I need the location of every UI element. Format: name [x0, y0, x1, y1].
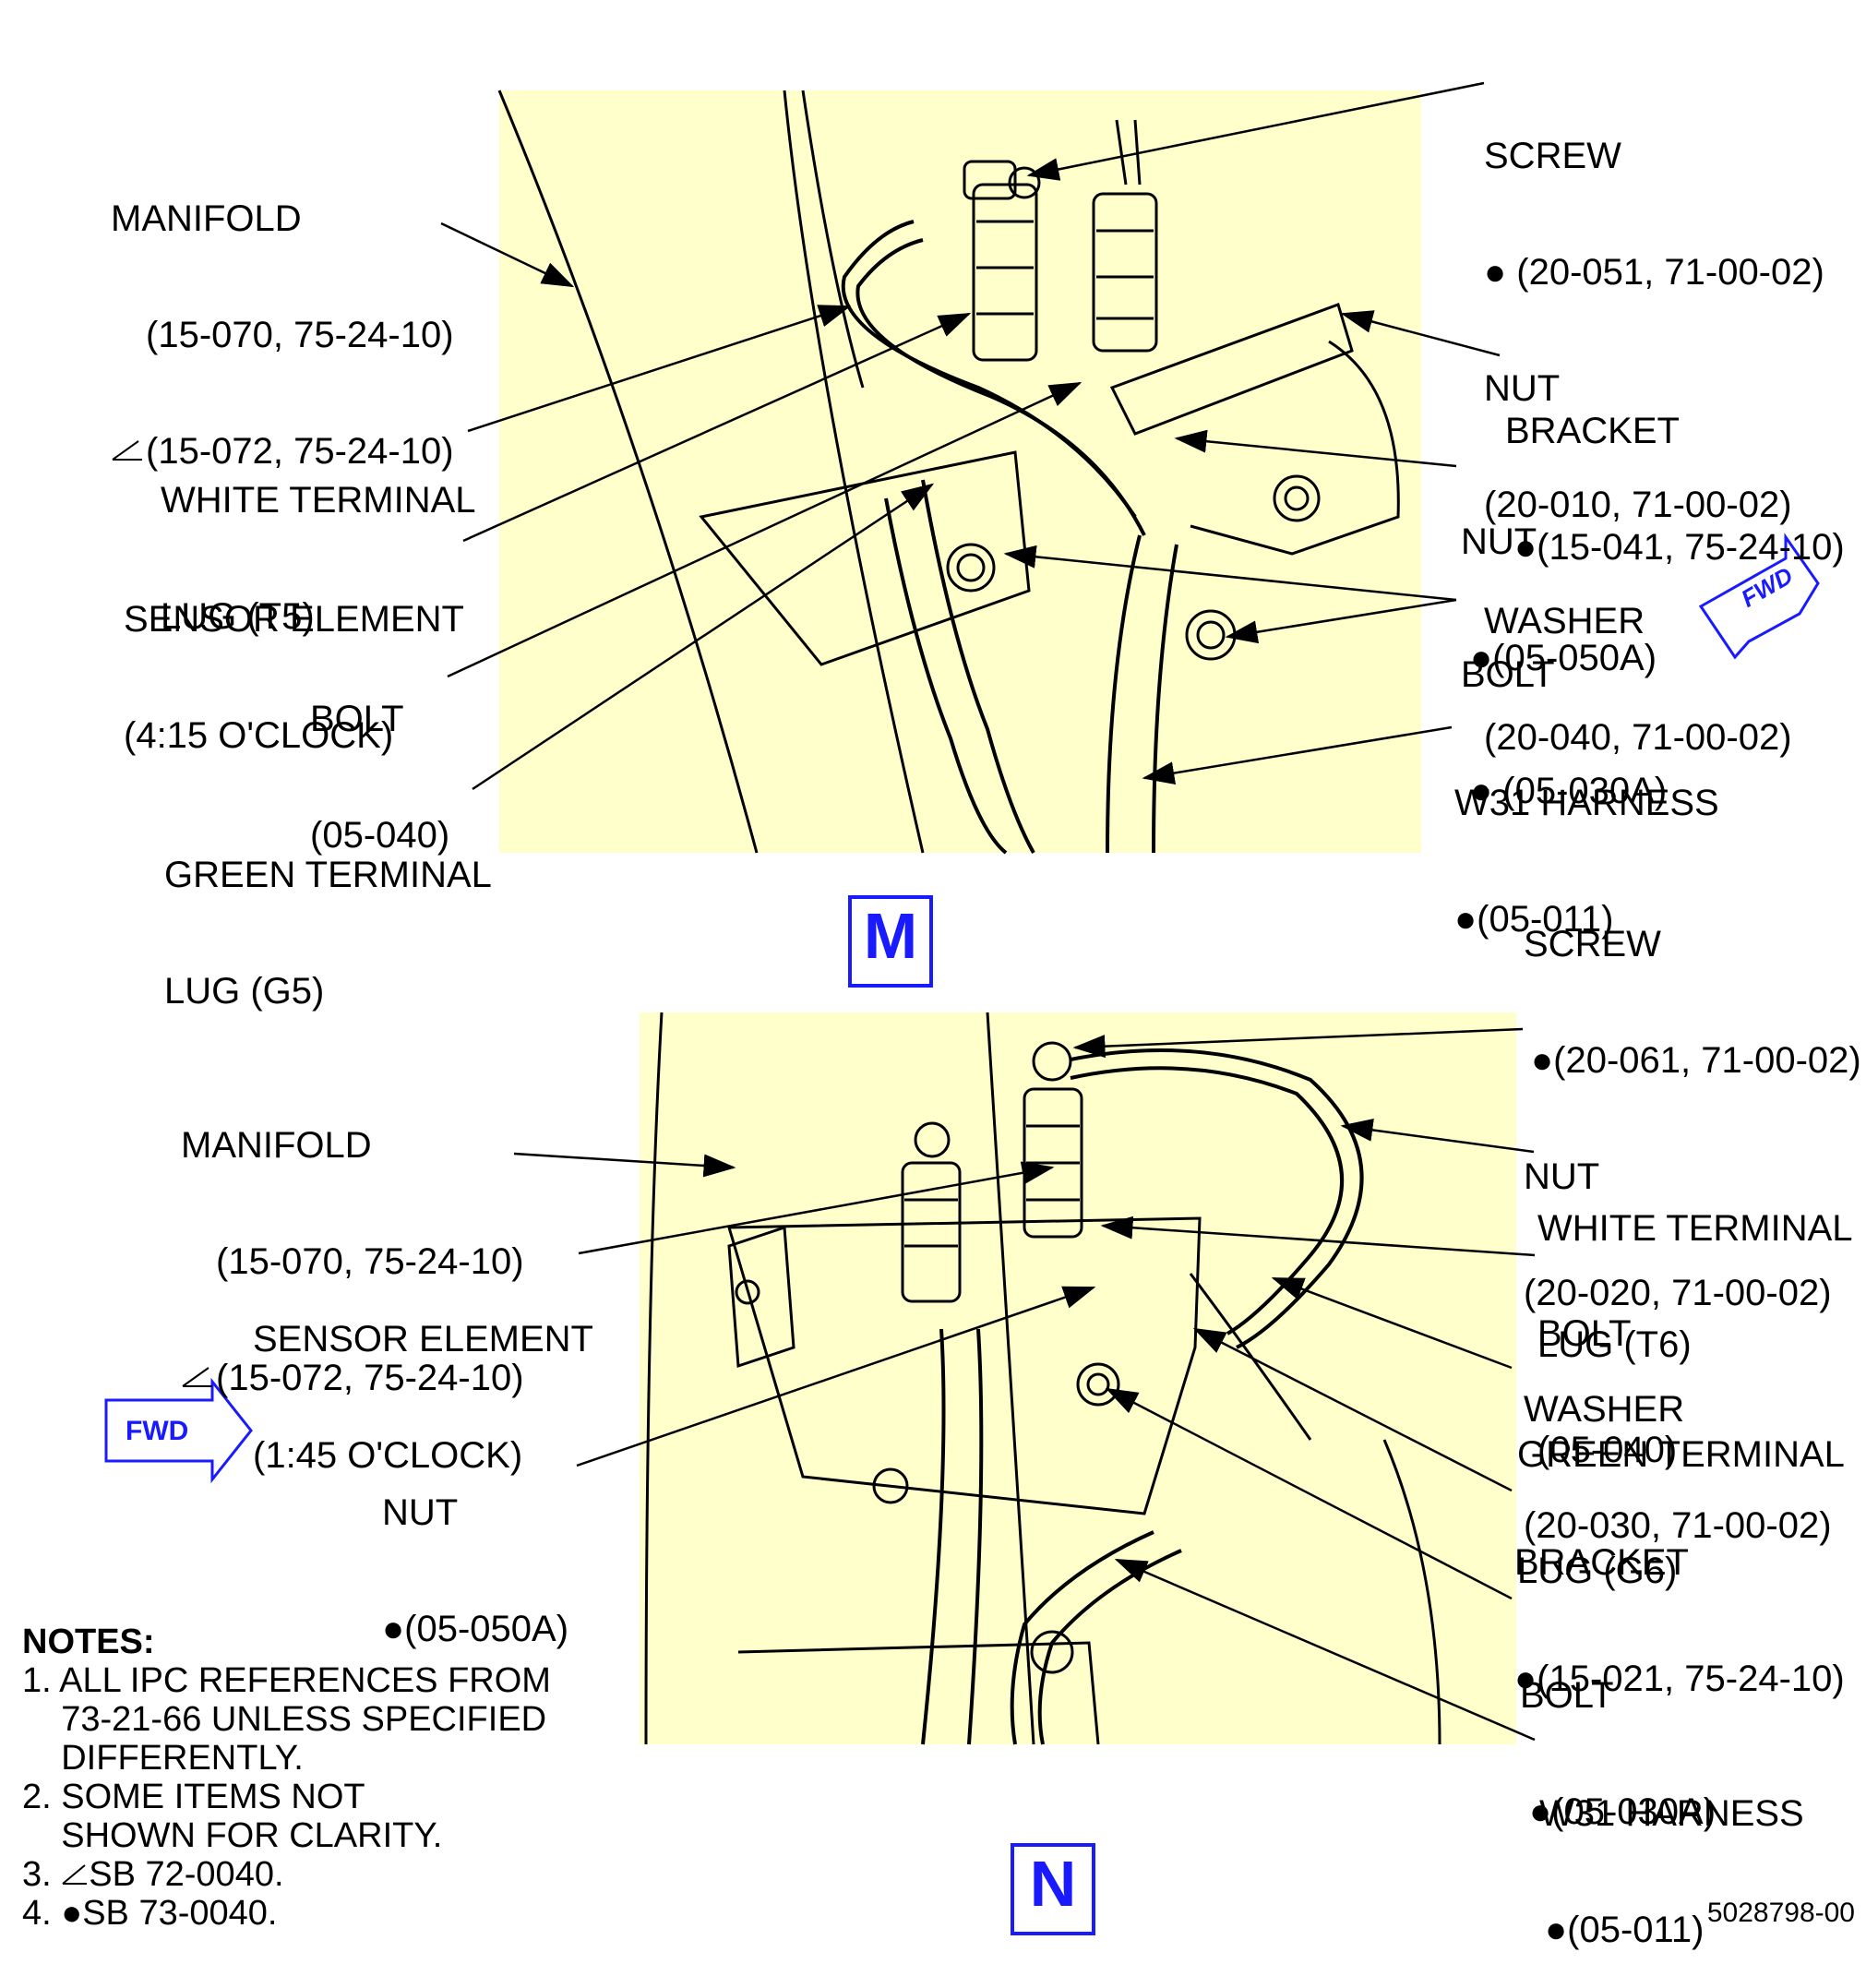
dot-icon: ●: [1470, 771, 1503, 811]
manifold-ref-2: (15-072, 75-24-10): [146, 431, 454, 472]
sensor-label-n: SENSOR ELEMENT (1:45 O'CLOCK): [253, 1319, 593, 1476]
green-lug-label-n: GREEN TERMINAL LUG (G6): [1517, 1434, 1845, 1591]
figure-id: 5028798-00: [1706, 1898, 1855, 1928]
view-m-panel: [499, 90, 1421, 853]
nut-label-m: NUT ●(05-050A): [1461, 521, 1657, 678]
nut-label-n: NUT ●(05-050A): [382, 1492, 569, 1649]
white-lug-label-n: WHITE TERMINAL LUG (T6): [1537, 1208, 1853, 1365]
dot-icon: ●: [1484, 252, 1517, 293]
triangle-flag-icon: [182, 1367, 212, 1387]
notes-title: NOTES:: [22, 1623, 155, 1661]
dot-icon: ●: [1545, 1910, 1568, 1950]
note-line: 2. SOME ITEMS NOT: [22, 1778, 365, 1816]
sensor-label-m: SENSOR ELEMENT (4:15 O'CLOCK): [124, 599, 464, 756]
triangle-flag-icon: [112, 440, 142, 461]
note-line: 4. ●SB 73-0040.: [22, 1894, 278, 1933]
manifold-title: MANIFOLD: [111, 198, 302, 239]
dot-icon: ●: [1454, 899, 1477, 940]
view-badge-m: M: [848, 895, 933, 988]
manifold-ref-1: (15-070, 75-24-10): [146, 315, 454, 355]
note-line: 1. ALL IPC REFERENCES FROM: [22, 1661, 551, 1700]
fwd-arrow-m: [1698, 533, 1820, 660]
bracket-label-n: BRACKET ●(15-021, 75-24-10): [1514, 1542, 1845, 1699]
note-line: SHOWN FOR CLARITY.: [22, 1816, 443, 1855]
bolt-040-label-n: BOLT (05-040): [1537, 1313, 1678, 1470]
triangle-flag-icon: [62, 1864, 88, 1885]
bolt-040-label-m: BOLT (05-040): [310, 699, 450, 856]
screw-group-label-m: SCREW ● (20-051, 71-00-02) NUT (20-010, …: [1484, 136, 1824, 758]
notes: NOTES: 1. ALL IPC REFERENCES FROM 73-21-…: [22, 1623, 551, 1933]
green-lug-label-m: GREEN TERMINAL LUG (G5): [164, 855, 492, 1012]
dot-icon: ●: [1514, 527, 1537, 568]
dot-icon: ●: [1529, 1791, 1552, 1832]
dot-icon: ●: [382, 1609, 405, 1649]
note-line: DIFFERENTLY.: [22, 1739, 304, 1778]
dot-icon: ●: [1531, 1040, 1554, 1081]
harness-label-n: W31 HARNESS ●(05-011): [1539, 1793, 1804, 1950]
harness-label-m: W31 HARNESS ●(05-011): [1454, 783, 1719, 940]
dot-icon: ●: [61, 1894, 83, 1933]
illustration: [104, 81, 1820, 1745]
manifold-label-m: MANIFOLD (15-070, 75-24-10) (15-072, 75-…: [111, 122, 454, 509]
note-line: 73-21-66 UNLESS SPECIFIED: [22, 1700, 547, 1739]
note-line: 3. SB 72-0040.: [22, 1855, 284, 1894]
bolt-030a-label-m: BOLT ● (05-030A): [1461, 654, 1668, 811]
fwd-label-n: FWD: [126, 1416, 189, 1446]
bracket-label-m: BRACKET ●(15-041, 75-24-10): [1505, 411, 1845, 568]
view-badge-n: N: [1011, 1843, 1095, 1935]
manifold-label-n: MANIFOLD (15-070, 75-24-10) (15-072, 75-…: [181, 1125, 524, 1398]
white-lug-label-m: WHITE TERMINAL LUG (T5): [161, 480, 476, 637]
bolt-030a-label-n: BOLT ●(05-030A): [1520, 1675, 1716, 1832]
dot-icon: ●: [1470, 638, 1493, 678]
fwd-arrow-n: [104, 1377, 253, 1484]
dot-icon: ●: [1514, 1659, 1537, 1699]
screw-group-label-n: SCREW ●(20-061, 71-00-02) NUT (20-020, 7…: [1524, 924, 1861, 1546]
